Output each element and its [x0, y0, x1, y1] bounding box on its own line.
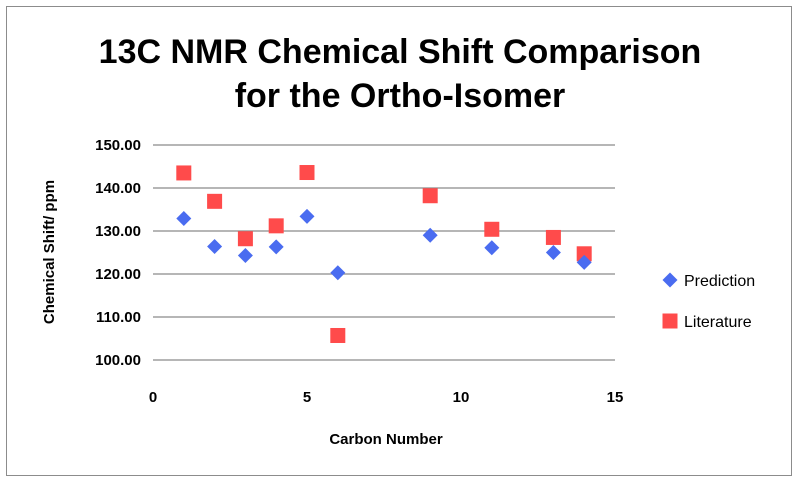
prediction-point	[176, 211, 192, 227]
prediction-point	[576, 254, 592, 270]
literature-point	[484, 221, 500, 237]
literature-point	[422, 188, 438, 204]
x-tick-label: 15	[607, 389, 624, 406]
chart-title-line-2: for the Ortho-Isomer	[234, 77, 566, 115]
prediction-point	[484, 240, 500, 256]
y-tick-label: 110.00	[96, 309, 141, 326]
literature-point	[176, 165, 192, 181]
prediction-legend-label: Prediction	[684, 273, 755, 290]
prediction-point	[237, 248, 253, 264]
prediction-point	[545, 245, 561, 260]
y-tick-label: 140.00	[95, 180, 141, 197]
prediction-point	[422, 227, 438, 243]
data-points	[176, 165, 592, 343]
literature-point	[545, 229, 561, 245]
gridlines	[153, 144, 615, 361]
x-tick-label: 5	[303, 389, 311, 406]
prediction-point	[299, 208, 315, 224]
x-tick-label: 10	[453, 389, 470, 406]
prediction-point	[268, 239, 284, 255]
y-tick-label: 120.00	[95, 266, 141, 283]
x-tick-label: 0	[149, 389, 157, 406]
y-tick-label: 150.00	[95, 137, 141, 154]
x-axis-ticks: 0 5 10 15	[149, 389, 624, 406]
literature-point	[576, 246, 592, 262]
y-tick-label: 100.00	[95, 352, 141, 369]
chart-frame	[6, 6, 792, 476]
y-axis-title: Chemical Shift/ ppm	[41, 180, 58, 324]
chart-title-line-1: 13C NMR Chemical Shift Comparison	[98, 33, 702, 71]
literature-point	[299, 165, 315, 181]
literature-point	[237, 231, 253, 247]
literature-legend-label: Literature	[684, 314, 752, 331]
literature-point	[330, 327, 346, 343]
x-axis-title: Carbon Number	[329, 431, 443, 448]
y-axis-ticks: 100.00 110.00 120.00 130.00 140.00 150.00	[95, 137, 141, 369]
chart-title: 13C NMR Chemical Shift Comparison for th…	[0, 30, 800, 118]
y-tick-label: 130.00	[95, 223, 141, 240]
literature-point	[268, 218, 284, 234]
literature-legend-marker	[662, 313, 678, 329]
literature-point	[207, 193, 223, 209]
prediction-point	[207, 238, 223, 254]
prediction-legend-marker	[662, 272, 678, 288]
prediction-point	[330, 265, 346, 281]
